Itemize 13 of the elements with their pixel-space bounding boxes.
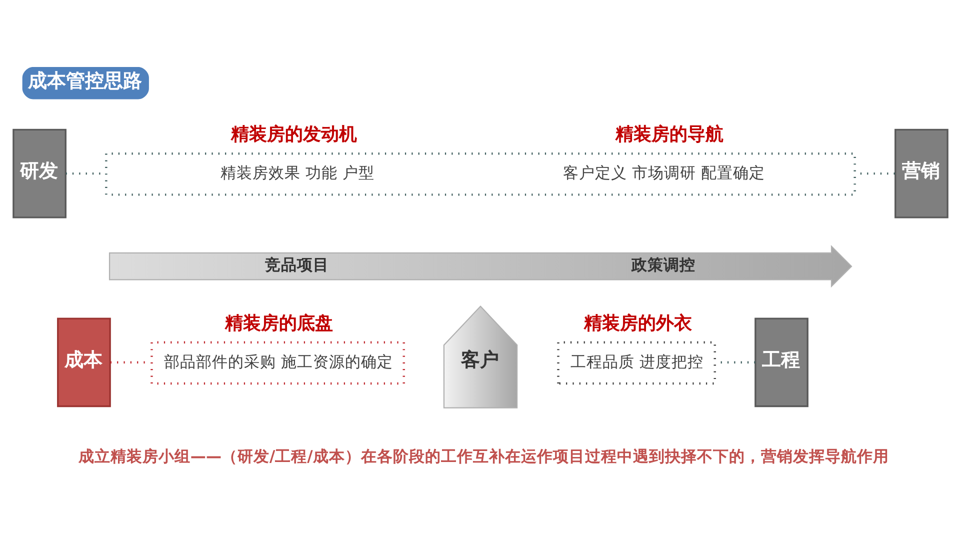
node-box: 部品部件的采购 施工资源的确定 (150, 340, 404, 384)
node-box: 精装房效果 功能 户型 客户定义 市场调研 配置确定 (104, 152, 856, 196)
caption: 成立精装房小组——（研发/工程/成本）在各阶段的工作互补在运作项目过程中遇到抉择不下的，营销发挥导航作用 (78, 446, 888, 465)
diagram-title: 成本管控思路 (27, 70, 142, 92)
node-label: 精装房的发动机 (230, 124, 357, 145)
node-label: 精装房的底盘 (224, 313, 333, 334)
node-box: 研发 (12, 128, 66, 218)
node-box: 工程品质 进度把控 (556, 340, 716, 384)
node-box: 成本 (56, 317, 110, 407)
node-label: 精装房的外衣 (583, 313, 692, 334)
node-label: 精装房的导航 (614, 124, 723, 145)
node-box: 营销 (894, 128, 948, 218)
node-box: 工程 (754, 317, 808, 407)
